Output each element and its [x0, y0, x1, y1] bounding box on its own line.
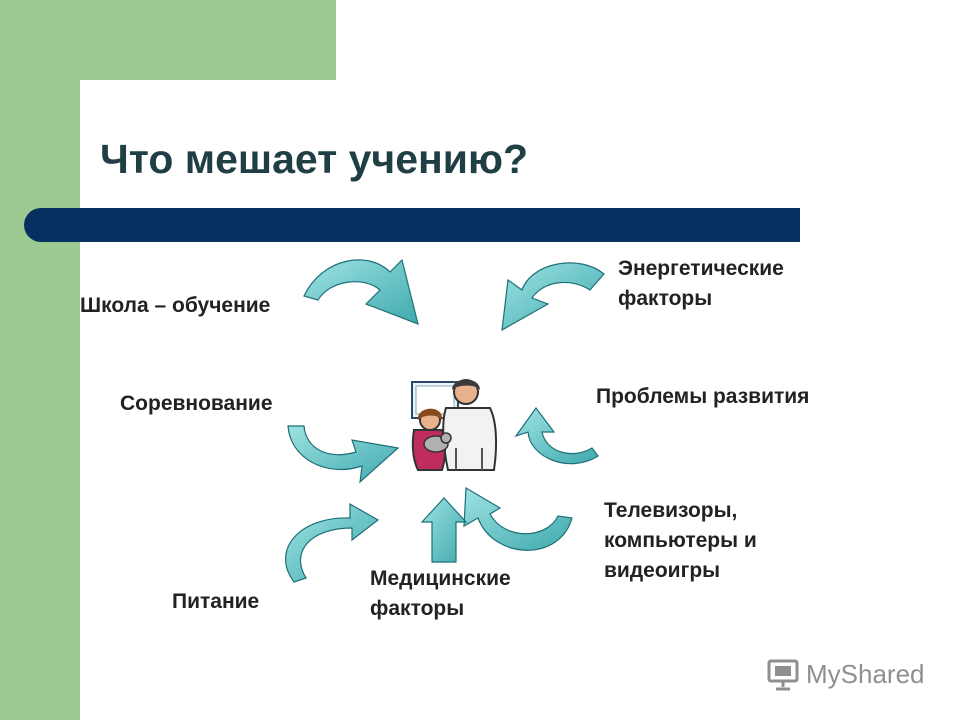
label-tv-computers-games: Телевизоры, компьютеры и видеоигры: [604, 499, 757, 582]
watermark-text: MyShared: [806, 658, 925, 689]
title-underline-bar: [24, 208, 800, 242]
arrow-development: [514, 406, 599, 465]
label-energy-factors: Энергетические факторы: [618, 257, 784, 310]
arrow-nutrition: [284, 502, 380, 583]
slide-content-area: [80, 80, 960, 720]
arrow-school: [303, 258, 419, 325]
teacher-with-child-illustration: [411, 379, 498, 471]
slide-title: Что мешает учению?: [100, 136, 529, 182]
presentation-board-icon: [767, 659, 799, 691]
top-green-band: [0, 0, 336, 80]
myshared-watermark: MyShared: [766, 656, 925, 692]
arrow-competition: [287, 425, 400, 484]
arrow-medical: [420, 497, 468, 563]
label-school: Школа – обучение: [80, 294, 271, 317]
label-competition: Соревнование: [120, 392, 273, 415]
label-medical-factors: Медицинские факторы: [370, 567, 511, 620]
arrow-tv: [463, 486, 573, 551]
left-green-band: [0, 0, 80, 720]
label-development-problems: Проблемы развития: [596, 385, 810, 408]
label-nutrition: Питание: [172, 590, 260, 613]
arrow-energy: [501, 262, 605, 332]
